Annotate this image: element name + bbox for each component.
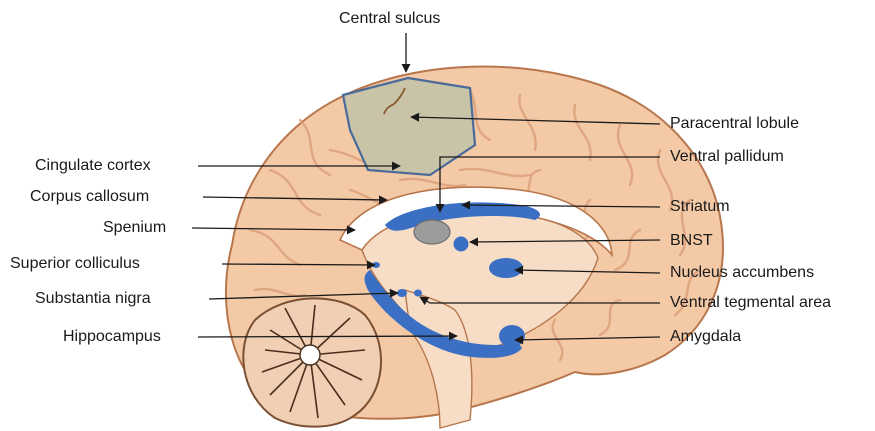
label-paracentral-lobule: Paracentral lobule (670, 115, 799, 133)
substantia-nigra-shape (397, 289, 407, 297)
label-ventral-pallidum: Ventral pallidum (670, 148, 784, 166)
label-spenium: Spenium (103, 219, 166, 237)
label-ventral-tegmental-area: Ventral tegmental area (670, 294, 831, 312)
cerebellum (243, 298, 381, 426)
label-nucleus-accumbens: Nucleus accumbens (670, 264, 814, 282)
label-bnst: BNST (670, 232, 713, 250)
label-superior-colliculus: Superior colliculus (10, 255, 140, 273)
ventral-pallidum-shape (414, 220, 450, 244)
label-corpus-callosum: Corpus callosum (30, 188, 149, 206)
label-cingulate-cortex: Cingulate cortex (35, 157, 151, 175)
label-substantia-nigra: Substantia nigra (35, 290, 151, 308)
label-amygdala: Amygdala (670, 328, 741, 346)
amygdala-shape (499, 325, 525, 347)
label-central-sulcus: Central sulcus (339, 10, 440, 28)
bnst-shape (454, 237, 469, 252)
nucleus-accumbens-shape (489, 258, 523, 278)
label-hippocampus: Hippocampus (63, 328, 161, 346)
label-striatum: Striatum (670, 198, 730, 216)
vta-shape (414, 290, 422, 297)
